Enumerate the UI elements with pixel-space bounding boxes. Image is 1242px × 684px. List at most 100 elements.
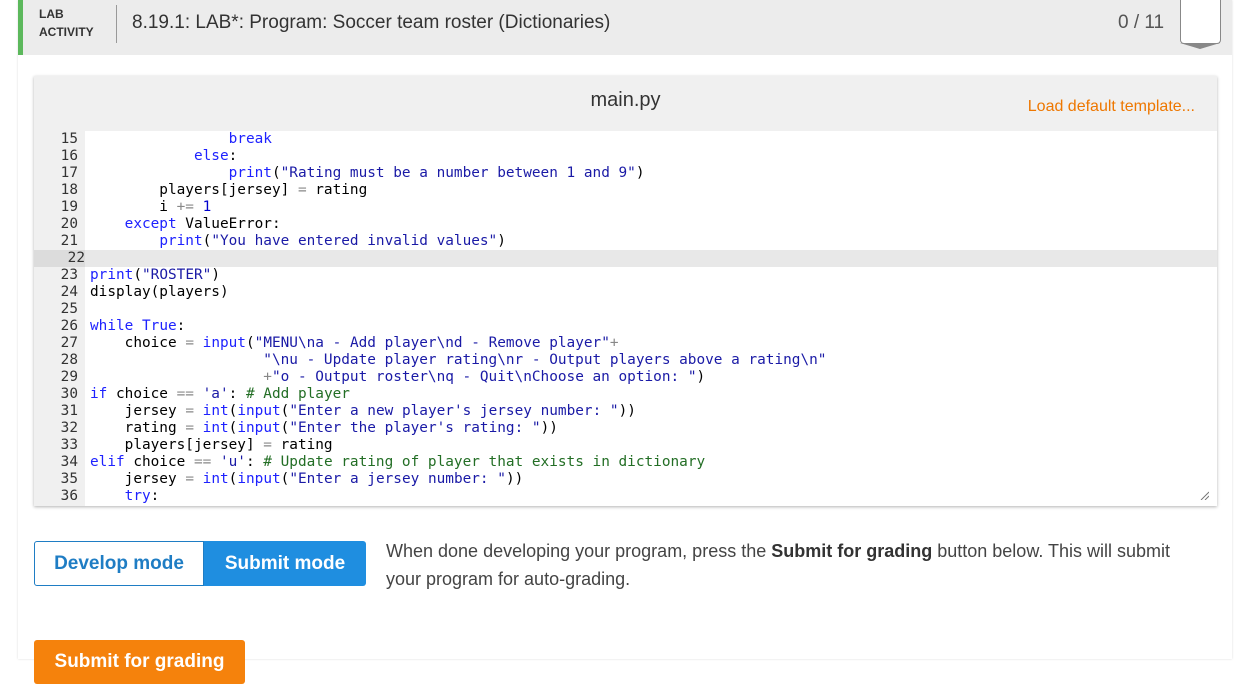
- code-line[interactable]: 17 print("Rating must be a number betwee…: [34, 165, 1217, 182]
- code-line[interactable]: 18 players[jersey] = rating: [34, 182, 1217, 199]
- score-display: 0 / 11: [1118, 12, 1165, 33]
- help-text-start: When done developing your program, press…: [386, 541, 772, 561]
- code-text: except ValueError:: [90, 216, 281, 233]
- line-number: 17: [60, 165, 78, 181]
- submit-for-grading-button[interactable]: Submit for grading: [34, 640, 245, 684]
- code-line[interactable]: 20 except ValueError:: [34, 216, 1217, 233]
- code-token: if: [90, 386, 108, 402]
- code-token: (: [280, 420, 290, 436]
- code-line[interactable]: 16 else:: [34, 148, 1217, 165]
- code-token: rating: [306, 182, 368, 198]
- code-line[interactable]: 15 break: [34, 131, 1217, 148]
- code-token: ): [696, 369, 706, 385]
- code-text: players[jersey] = rating: [90, 437, 333, 454]
- code-token: True: [142, 318, 177, 334]
- code-token: +: [263, 369, 272, 385]
- line-number: 21: [60, 233, 78, 249]
- code-line[interactable]: 32 rating = int(input("Enter the player'…: [34, 420, 1217, 437]
- code-line[interactable]: 29 +"o - Output roster\nq - Quit\nChoose…: [34, 369, 1217, 386]
- develop-mode-button[interactable]: Develop mode: [34, 541, 204, 586]
- line-number: 19: [60, 199, 78, 215]
- code-line[interactable]: 33 players[jersey] = rating: [34, 437, 1217, 454]
- header-separator: [116, 5, 117, 43]
- code-token: # Update rating of player that exists in…: [263, 454, 706, 470]
- line-number: 32: [60, 420, 78, 436]
- code-token: except: [124, 216, 177, 232]
- code-token: :: [176, 318, 186, 334]
- code-token: try: [124, 488, 151, 504]
- code-token: [133, 318, 142, 334]
- code-token: [194, 335, 203, 351]
- code-token: [90, 233, 159, 249]
- code-token: (: [133, 267, 142, 283]
- code-token: (: [280, 471, 290, 487]
- code-token: input: [237, 403, 281, 419]
- code-token: 'u': [219, 454, 246, 470]
- code-token: "Rating must be a number between 1 and 9…: [280, 165, 636, 181]
- code-token: [90, 131, 229, 147]
- code-token: jersey: [90, 403, 186, 419]
- line-number: 33: [60, 437, 78, 453]
- code-token: (: [271, 165, 281, 181]
- code-token: :: [150, 488, 160, 504]
- code-line[interactable]: 21 print("You have entered invalid value…: [34, 233, 1217, 250]
- code-token: "Enter the player's rating: ": [289, 420, 541, 436]
- lab-label-line1: LAB: [39, 7, 64, 21]
- code-text: rating = int(input("Enter the player's r…: [90, 420, 558, 437]
- resize-grip-icon[interactable]: [1200, 491, 1209, 500]
- code-line[interactable]: 36 try:: [34, 488, 1217, 505]
- code-line[interactable]: 31 jersey = int(input("Enter a new playe…: [34, 403, 1217, 420]
- code-token: display(players): [90, 284, 229, 300]
- code-token: "ROSTER": [142, 267, 212, 283]
- code-line[interactable]: 27 choice = input("MENU\na - Add player\…: [34, 335, 1217, 352]
- code-token: "Enter a jersey number: ": [289, 471, 506, 487]
- help-text-end: button below. This will submit your prog…: [386, 541, 1171, 589]
- code-token: [194, 420, 203, 436]
- code-token: (: [280, 403, 290, 419]
- line-number: 31: [60, 403, 78, 419]
- code-line[interactable]: 25: [34, 301, 1217, 318]
- line-number: 15: [60, 131, 78, 147]
- load-default-template-link[interactable]: Load default template...: [1027, 98, 1195, 115]
- code-token: i: [90, 199, 177, 215]
- code-line[interactable]: 28 "\nu - Update player rating\nr - Outp…: [34, 352, 1217, 369]
- code-token: [90, 369, 263, 385]
- code-token: 1: [193, 199, 212, 215]
- code-token: :: [228, 148, 238, 164]
- line-number: 26: [60, 318, 78, 334]
- lab-title: 8.19.1: LAB*: Program: Soccer team roste…: [132, 12, 611, 33]
- code-token: +: [609, 335, 619, 351]
- code-token: =: [297, 182, 307, 198]
- lab-label-line2: ACTIVITY: [39, 25, 94, 39]
- code-text: else:: [90, 148, 237, 165]
- code-token: print: [228, 165, 272, 181]
- code-token: (: [228, 403, 238, 419]
- submit-mode-button[interactable]: Submit mode: [204, 541, 366, 586]
- line-number: 23: [60, 267, 78, 283]
- code-token: [90, 165, 229, 181]
- code-token: 'a': [202, 386, 229, 402]
- code-token: [90, 488, 125, 504]
- code-token: [194, 403, 203, 419]
- code-line[interactable]: 19 i += 1: [34, 199, 1217, 216]
- code-token: print: [90, 267, 134, 283]
- code-line[interactable]: 35 jersey = int(input("Enter a jersey nu…: [34, 471, 1217, 488]
- code-token: int: [202, 403, 229, 419]
- code-token: players[jersey]: [90, 182, 298, 198]
- code-token: rating: [90, 420, 186, 436]
- code-line[interactable]: 22: [34, 250, 1217, 267]
- code-text: print("You have entered invalid values"): [90, 233, 506, 250]
- code-text: jersey = int(input("Enter a jersey numbe…: [90, 471, 524, 488]
- line-number: 29: [60, 369, 78, 385]
- code-token: "MENU\na - Add player\nd - Remove player…: [254, 335, 610, 351]
- code-text: +"o - Output roster\nq - Quit\nChoose an…: [90, 369, 705, 386]
- line-number: 34: [60, 454, 78, 470]
- code-token: (: [228, 471, 238, 487]
- code-token: [90, 352, 263, 368]
